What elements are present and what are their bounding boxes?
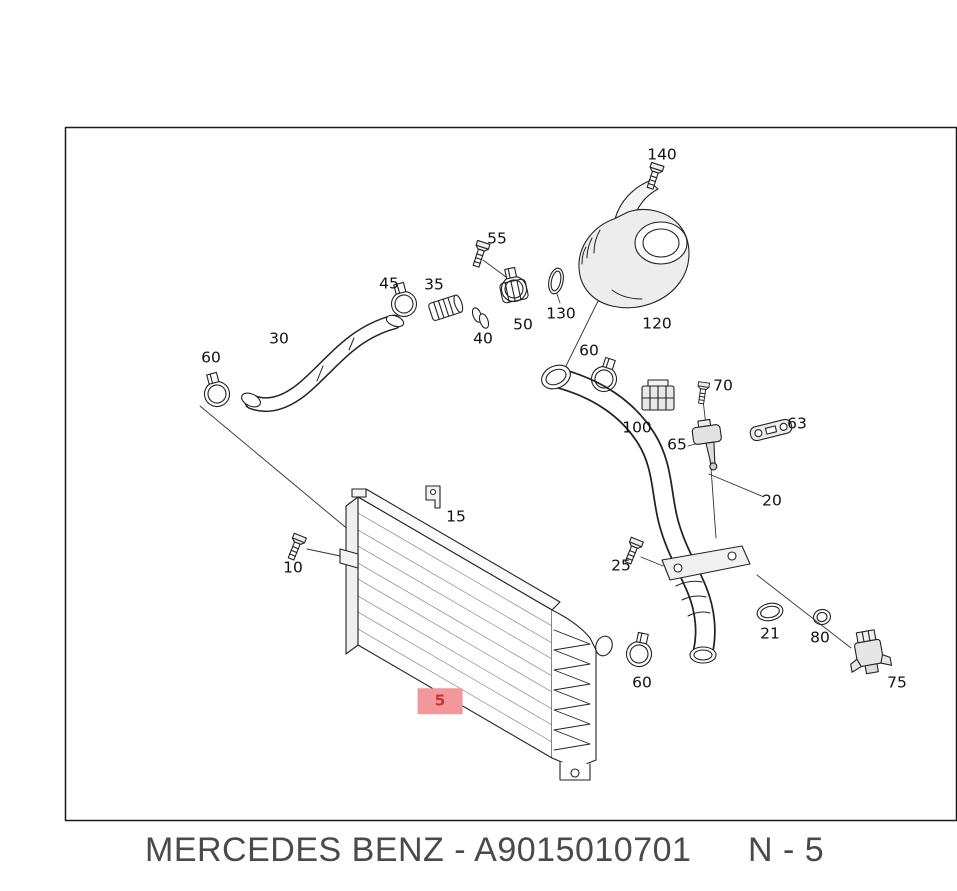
washer-part-40 — [471, 307, 490, 329]
connector-part-35 — [428, 294, 464, 321]
footer-page-ref: N - 5 — [748, 831, 825, 869]
part-label-70: 70 — [713, 376, 733, 395]
part-label-140: 140 — [647, 145, 677, 164]
part-label-30: 30 — [269, 329, 289, 348]
connector-part-100 — [641, 379, 675, 411]
part-label-80: 80 — [810, 628, 830, 647]
part-label-75: 75 — [887, 673, 907, 692]
sensor-part-75 — [850, 629, 893, 675]
seal-part-21 — [756, 602, 784, 622]
part-label-5-highlighted: 5 — [417, 688, 463, 714]
footer-brand-partnumber: MERCEDES BENZ - A9015010701 — [145, 831, 692, 869]
part-label-21: 21 — [760, 624, 780, 643]
part-label-130: 130 — [546, 304, 576, 323]
sensor-part-65 — [691, 418, 722, 471]
part-label-60: 60 — [632, 673, 652, 692]
part-label-60: 60 — [201, 348, 221, 367]
hose-part-20 — [541, 364, 751, 664]
part-label-20: 20 — [762, 491, 782, 510]
part-label-60: 60 — [579, 341, 599, 360]
clip-part-15 — [425, 485, 441, 509]
part-label-40: 40 — [473, 329, 493, 348]
part-label-63: 63 — [787, 414, 807, 433]
part-label-15: 15 — [446, 507, 466, 526]
ring-part-80 — [812, 608, 832, 626]
seal-part-130 — [548, 267, 564, 295]
part-label-55: 55 — [487, 229, 507, 248]
bracket-part-63 — [749, 418, 793, 442]
part-label-100: 100 — [622, 418, 652, 437]
part-label-10: 10 — [283, 558, 303, 577]
air-duct-part-120 — [578, 180, 690, 309]
part-label-65: 65 — [667, 435, 687, 454]
part-label-25: 25 — [611, 556, 631, 575]
part-label-120: 120 — [642, 314, 672, 333]
part-label-45: 45 — [379, 274, 399, 293]
part-label-35: 35 — [424, 275, 444, 294]
part-label-50: 50 — [513, 315, 533, 334]
intercooler-part-5 — [339, 488, 613, 781]
hose-part-30 — [241, 314, 405, 413]
